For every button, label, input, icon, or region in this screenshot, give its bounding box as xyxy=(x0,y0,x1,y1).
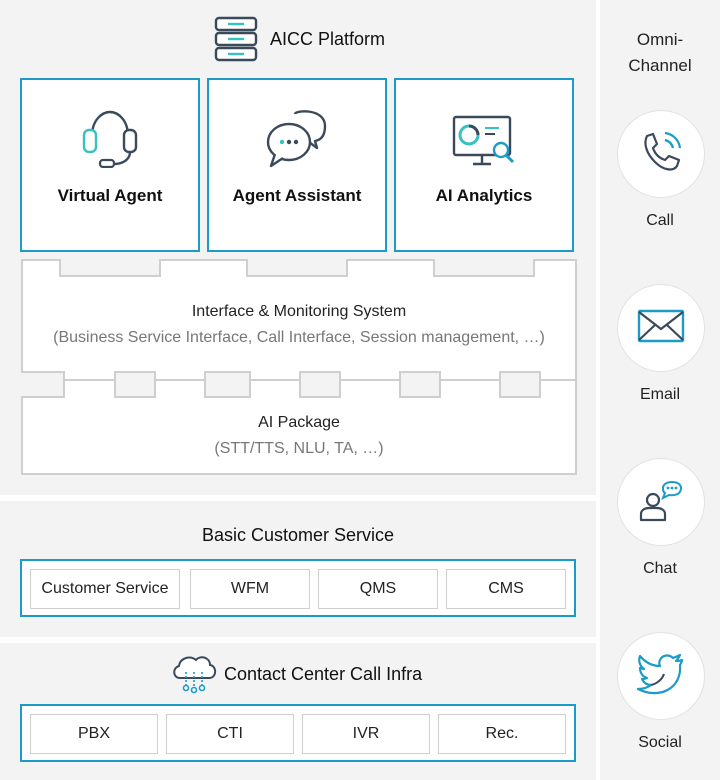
call-infra-item: Rec. xyxy=(438,714,566,754)
call-infra-title: Contact Center Call Infra xyxy=(224,664,423,684)
card-label: Virtual Agent xyxy=(57,186,163,205)
channel-call xyxy=(617,110,705,198)
ai-package-subtitle: (STT/TTS, NLU, TA, …) xyxy=(214,440,384,457)
interface-title: Interface & Monitoring System xyxy=(191,303,407,320)
chat-bubbles-icon xyxy=(265,108,329,175)
channel-email xyxy=(617,284,705,372)
headset-icon xyxy=(80,106,140,173)
phone-icon xyxy=(637,128,685,181)
call-infra-item: PBX xyxy=(30,714,158,754)
channel-label: Call xyxy=(646,212,674,229)
card-agent-assistant: Agent Assistant xyxy=(207,78,387,252)
database-icon xyxy=(214,16,258,67)
channel-label: Chat xyxy=(643,560,677,577)
basic-service-item: Customer Service xyxy=(30,569,180,609)
basic-service-item: QMS xyxy=(318,569,438,609)
card-virtual-agent: Virtual Agent xyxy=(20,78,200,252)
envelope-icon xyxy=(637,308,685,349)
monitor-analytics-icon xyxy=(451,114,517,175)
call-infra-item: CTI xyxy=(166,714,294,754)
channel-social xyxy=(617,632,705,720)
ai-package-title: AI Package xyxy=(258,414,340,431)
basic-service-item: CMS xyxy=(446,569,566,609)
bird-icon xyxy=(636,652,686,701)
call-infra-item: IVR xyxy=(302,714,430,754)
card-label: Agent Assistant xyxy=(232,186,362,205)
basic-service-item: WFM xyxy=(190,569,310,609)
interface-subtitle: (Business Service Interface, Call Interf… xyxy=(53,329,545,346)
channel-chat xyxy=(617,458,705,546)
call-infra-row: PBX CTI IVR Rec. xyxy=(20,704,576,762)
omni-channel-title-line2: Channel xyxy=(628,56,692,75)
channel-label: Social xyxy=(638,734,682,751)
channel-label: Email xyxy=(639,386,680,403)
platform-title: AICC Platform xyxy=(270,29,386,49)
cloud-network-icon xyxy=(170,654,218,699)
person-chat-icon xyxy=(637,476,685,529)
card-ai-analytics: AI Analytics xyxy=(394,78,574,252)
card-label: AI Analytics xyxy=(435,186,533,205)
layer-outlines xyxy=(21,259,577,475)
basic-service-row: Customer Service WFM QMS CMS xyxy=(20,559,576,617)
basic-service-title: Basic Customer Service xyxy=(201,525,395,545)
omni-channel-title-line1: Omni- xyxy=(636,30,684,49)
